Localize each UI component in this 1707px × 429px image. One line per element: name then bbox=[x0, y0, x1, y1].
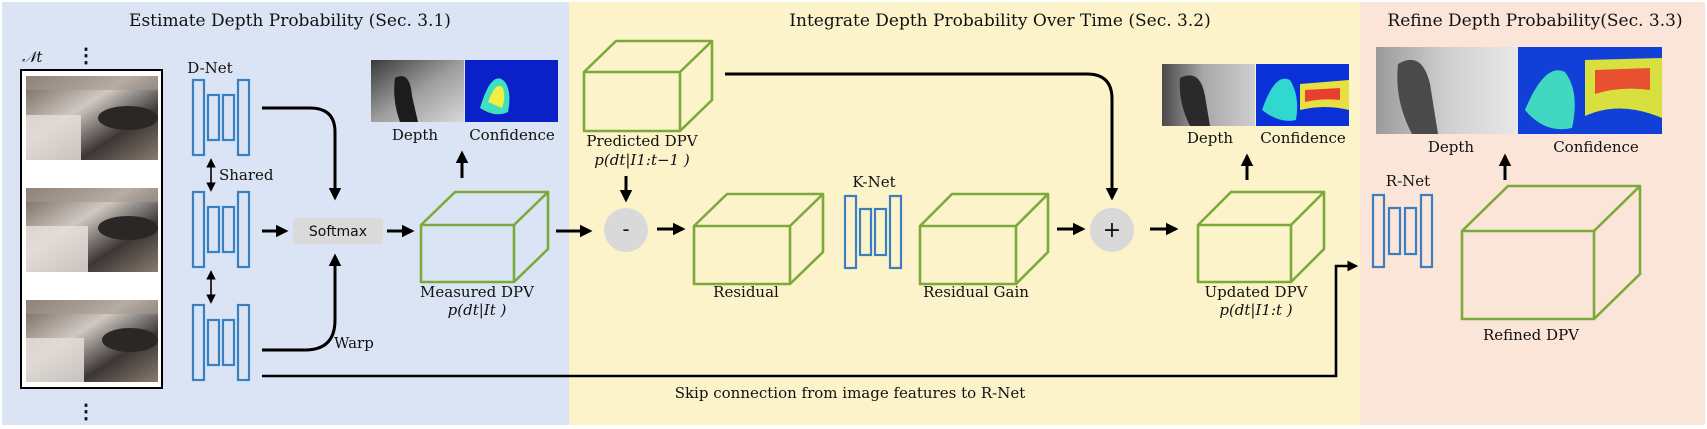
measured-confidence-label: Confidence bbox=[469, 126, 555, 144]
plus-operator bbox=[1090, 208, 1134, 252]
input-frame-1 bbox=[26, 76, 158, 160]
softmax-box bbox=[293, 218, 383, 244]
warp-label: Warp bbox=[334, 334, 374, 352]
residual-gain-volume bbox=[918, 192, 1050, 286]
refined-confidence-label: Confidence bbox=[1553, 138, 1639, 156]
arrow-predicted-to-plus bbox=[725, 72, 1119, 201]
arrow-top-to-softmax bbox=[262, 106, 342, 201]
dnet-label: D-Net bbox=[187, 59, 232, 77]
dnet-encoder-2 bbox=[191, 190, 251, 269]
refined-confidence-band-3 bbox=[1595, 68, 1650, 94]
measured-dpv-formula: p(dt|It ) bbox=[448, 301, 507, 319]
updated-dpv-volume bbox=[1196, 190, 1326, 284]
residual-gain-label: Residual Gain bbox=[923, 283, 1029, 301]
refined-dpv-label: Refined DPV bbox=[1483, 326, 1580, 344]
knet-label: K-Net bbox=[852, 173, 895, 191]
minus-operator-label: - bbox=[622, 217, 629, 241]
predicted-dpv-volume bbox=[582, 39, 714, 133]
refined-depth-image bbox=[1376, 47, 1518, 134]
updated-confidence-label: Confidence bbox=[1260, 129, 1346, 147]
input-frame-3 bbox=[26, 300, 158, 382]
dnet-encoder-1 bbox=[191, 78, 251, 157]
ellipsis-top: ⋮ bbox=[76, 43, 96, 67]
measured-dpv-volume bbox=[419, 190, 550, 284]
softmax-label: Softmax bbox=[309, 224, 367, 240]
updated-confidence-band-1 bbox=[1262, 78, 1298, 121]
refined-confidence-band-1 bbox=[1525, 70, 1575, 130]
updated-depth-label: Depth bbox=[1187, 129, 1234, 147]
measured-depth-shape bbox=[394, 76, 418, 122]
minus-operator bbox=[604, 208, 648, 252]
measured-depth-label: Depth bbox=[392, 126, 439, 144]
measured-confidence-image bbox=[465, 60, 558, 122]
updated-confidence-band-3 bbox=[1305, 88, 1340, 102]
rnet-label: R-Net bbox=[1386, 172, 1430, 190]
residual-label: Residual bbox=[713, 283, 779, 301]
updated-dpv-label: Updated DPV bbox=[1204, 283, 1308, 301]
refined-dpv-volume bbox=[1460, 184, 1642, 321]
rnet-encoder bbox=[1371, 193, 1434, 269]
section-title-estimate: Estimate Depth Probability (Sec. 3.1) bbox=[129, 11, 451, 31]
predicted-dpv-formula: p(dt|I1:t−1 ) bbox=[594, 151, 690, 169]
measured-confidence-core bbox=[488, 85, 505, 108]
plus-operator-label: + bbox=[1103, 218, 1121, 243]
updated-dpv-formula: p(dt|I1:t ) bbox=[1219, 301, 1292, 319]
arrow-bottom-to-softmax bbox=[262, 253, 342, 352]
knet-encoder bbox=[843, 194, 903, 270]
updated-depth-shape bbox=[1179, 75, 1210, 126]
input-frame-2 bbox=[26, 188, 158, 272]
section-title-refine: Refine Depth Probability(Sec. 3.3) bbox=[1387, 11, 1682, 31]
skip-connection-arrow bbox=[262, 260, 1359, 378]
ellipsis-bottom: ⋮ bbox=[76, 399, 96, 423]
refined-depth-shape bbox=[1397, 59, 1438, 134]
frame-set-label: 𝒩t bbox=[22, 48, 43, 66]
refined-depth-label: Depth bbox=[1428, 138, 1475, 156]
dnet-encoder-3 bbox=[191, 303, 251, 382]
measured-dpv-label: Measured DPV bbox=[420, 283, 535, 301]
residual-volume bbox=[692, 192, 825, 286]
updated-depth-image bbox=[1162, 64, 1255, 126]
shared-label: Shared bbox=[219, 166, 274, 184]
measured-depth-image bbox=[371, 60, 464, 122]
predicted-dpv-label: Predicted DPV bbox=[586, 132, 698, 150]
section-title-integrate: Integrate Depth Probability Over Time (S… bbox=[789, 11, 1210, 31]
skip-connection-label: Skip connection from image features to R… bbox=[675, 384, 1026, 402]
